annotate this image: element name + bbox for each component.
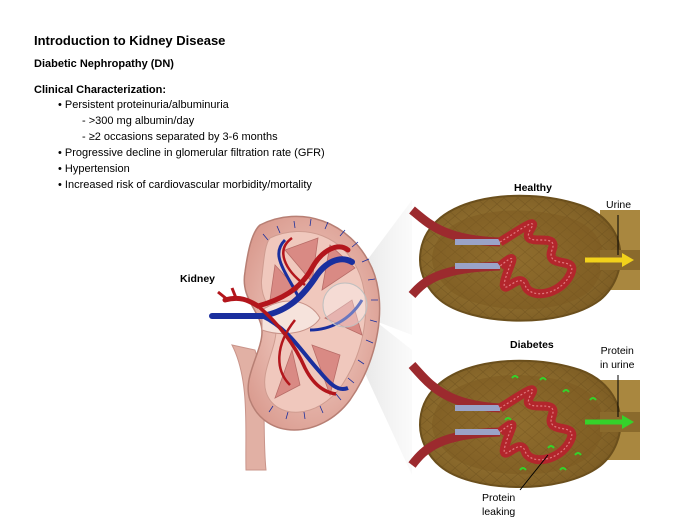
protein-in-urine-label: Protein in urine	[600, 344, 634, 372]
sub-bullet-occasions: - ≥2 occasions separated by 3-6 months	[82, 131, 278, 143]
sub-bullet-albumin: - >300 mg albumin/day	[82, 115, 195, 127]
protein-leaking-label: Protein leaking	[482, 491, 515, 519]
bullet-hypertension: • Hypertension	[58, 163, 130, 175]
diabetes-glomerulus	[408, 359, 640, 491]
protein-in-urine-line-1: Protein	[600, 345, 634, 357]
bullet-gfr: • Progressive decline in glomerular filt…	[58, 147, 325, 159]
urine-label: Urine	[606, 199, 632, 211]
slide-title: Introduction to Kidney Disease	[34, 33, 226, 48]
protein-leak-marks	[504, 375, 597, 471]
kidney-label: Kidney	[180, 273, 216, 285]
slide-subtitle: Diabetic Nephropathy (DN)	[34, 58, 174, 70]
kidney	[209, 215, 381, 431]
protein-leaking-line-1: Protein	[482, 492, 516, 504]
healthy-label: Healthy	[514, 182, 552, 194]
protein-in-urine-line-2: in urine	[600, 359, 635, 371]
healthy-glomerulus	[408, 194, 640, 322]
section-heading: Clinical Characterization:	[34, 84, 167, 96]
bullet-proteinuria: • Persistent proteinuria/albuminuria	[58, 99, 229, 111]
diabetes-label: Diabetes	[510, 339, 554, 351]
protein-leaking-line-2: leaking	[482, 506, 516, 518]
bullet-cardiovascular: • Increased risk of cardiovascular morbi…	[58, 179, 312, 191]
